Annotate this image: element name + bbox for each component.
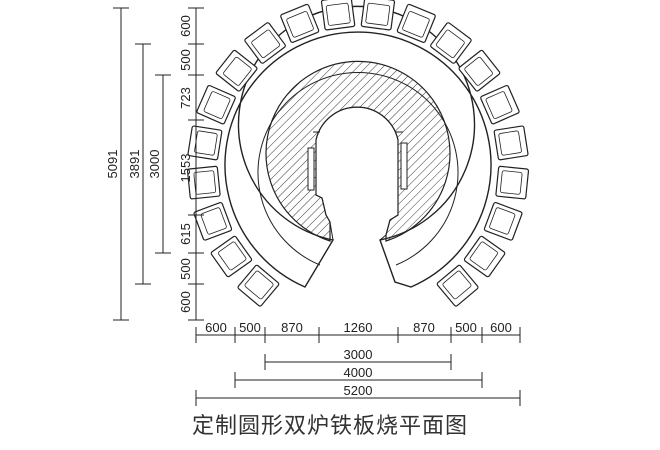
- vertical-dimensions: 600 500 723 1553 615 500 600 5091 3891 3…: [105, 7, 204, 321]
- dim-v-seg-3: 723: [178, 87, 193, 109]
- seat: [463, 235, 506, 278]
- seat: [360, 0, 396, 31]
- dim-h-total-4000: 4000: [344, 365, 373, 380]
- grill-hatched-area: [265, 60, 451, 242]
- seat: [210, 235, 253, 278]
- seat: [436, 264, 479, 307]
- seat: [430, 22, 472, 64]
- dim-v-seg-6: 500: [178, 258, 193, 280]
- dim-v-total-3891: 3891: [127, 150, 142, 179]
- dim-h-seg-6: 500: [455, 320, 477, 335]
- dim-v-seg-2: 500: [178, 49, 193, 71]
- dim-v-seg-4: 1553: [178, 154, 193, 183]
- dim-h-seg-4: 1260: [344, 320, 373, 335]
- seat: [193, 201, 233, 241]
- drawing-title: 定制圆形双炉铁板烧平面图: [191, 414, 468, 439]
- seat: [493, 125, 529, 161]
- seat: [215, 49, 258, 92]
- dim-h-total-3000: 3000: [344, 347, 373, 362]
- dim-h-seg-1: 600: [205, 320, 227, 335]
- grill-plate-right: [400, 142, 408, 190]
- seat: [458, 49, 501, 92]
- dim-h-seg-7: 600: [490, 320, 512, 335]
- dim-h-seg-2: 500: [239, 320, 261, 335]
- dim-v-seg-7: 600: [178, 291, 193, 313]
- seat: [280, 3, 320, 43]
- dim-v-total-5091: 5091: [105, 150, 120, 179]
- seat: [480, 84, 520, 125]
- grill-plate-left: [307, 147, 315, 191]
- dim-h-total-5200: 5200: [344, 383, 373, 398]
- seat-group: [186, 0, 530, 307]
- seat: [320, 0, 356, 31]
- dim-h-seg-5: 870: [413, 320, 435, 335]
- horizontal-dimensions: 600 500 870 1260 870 500 600 3000 4000 5…: [195, 320, 521, 406]
- seat: [244, 22, 286, 64]
- seat: [396, 3, 436, 43]
- dim-v-seg-1: 600: [178, 15, 193, 37]
- dim-v-seg-5: 615: [178, 223, 193, 245]
- dim-h-seg-3: 870: [281, 320, 303, 335]
- dim-v-total-3000: 3000: [147, 150, 162, 179]
- seat: [237, 264, 280, 307]
- service-passage: [315, 106, 399, 241]
- seat: [495, 165, 530, 200]
- seat: [196, 84, 236, 125]
- seat: [483, 201, 523, 241]
